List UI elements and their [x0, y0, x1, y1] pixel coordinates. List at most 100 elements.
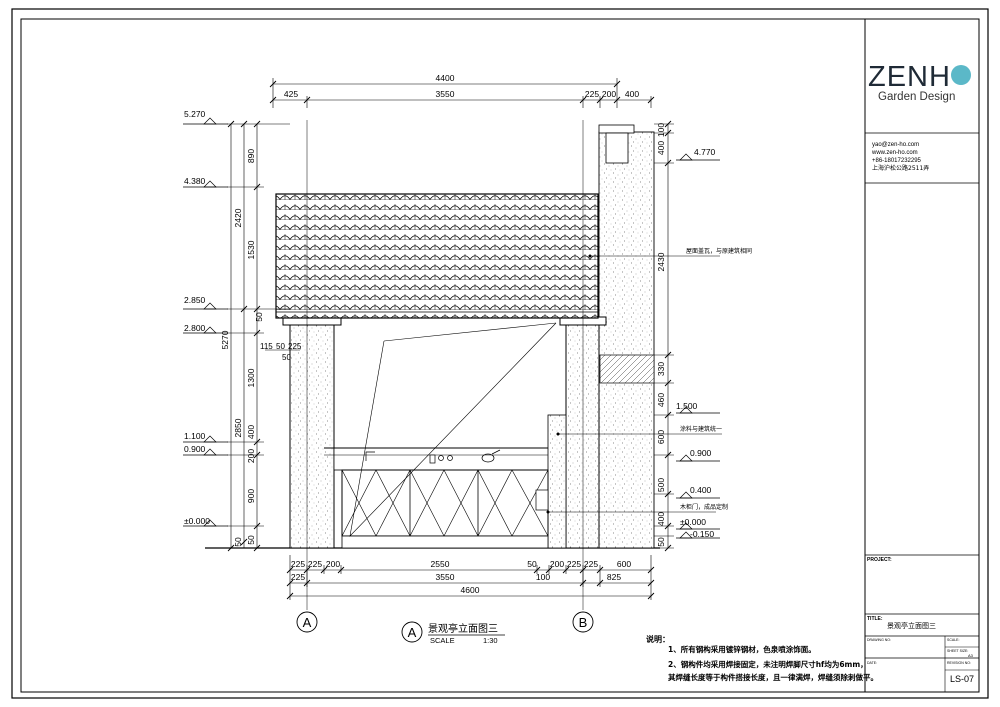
title-label: TITLE: [867, 616, 883, 622]
dim-v-50b: 50 [254, 312, 264, 322]
contact-email: yao@zen-ho.com [872, 142, 919, 148]
dim-rv-460: 460 [656, 393, 666, 407]
dim-rv-50: 50 [656, 537, 666, 547]
scale-label: SCALE: [947, 638, 959, 642]
contact-website: www.zen-ho.com [871, 150, 918, 156]
svg-text:ZENH: ZENH [868, 61, 951, 93]
level-r-neg0150: -0.150 [690, 529, 714, 539]
left-vertical-dimensions [227, 120, 290, 552]
dim-v-5270: 5270 [220, 330, 230, 349]
cabinet-doors [341, 469, 549, 549]
dim-rv-600: 600 [656, 430, 666, 444]
level-1100: 1.100 [184, 431, 206, 441]
dim-rv-400b: 400 [656, 512, 666, 526]
roof-tiles [275, 193, 599, 319]
hidden-rafter-line [349, 322, 557, 537]
dim-top-middle: 3550 [436, 89, 455, 99]
axis-a-label: A [303, 615, 312, 630]
axis-b-label: B [579, 615, 588, 630]
note-roof: 屋面盖瓦，与原建筑相同 [686, 247, 752, 255]
drawing-number: LS-07 [950, 674, 974, 684]
left-vertical-text: 5270 2420 2850 50 890 1530 50 1300 400 2… [220, 149, 264, 547]
dim-top-r3: 400 [625, 89, 639, 99]
level-0900: 0.900 [184, 444, 206, 454]
dim-v-50c: 50 [246, 535, 256, 545]
annotation-text: 屋面盖瓦，与原建筑相同 涂料与建筑统一 木柜门，成品定制 [680, 247, 752, 511]
dim-b1-2: 200 [326, 559, 340, 569]
sheet-size-value: A3 [968, 653, 974, 658]
pavilion-elevation [205, 120, 660, 610]
level-r-0000: ±0.000 [680, 517, 706, 527]
right-vertical-text: 100 400 2430 330 460 600 500 400 50 [656, 123, 666, 547]
dim-v-900: 900 [246, 489, 256, 503]
chimney-body [605, 132, 629, 164]
contact-address: 上海沪松公路2511弄 [872, 164, 929, 172]
brand-logo: ZENH Garden Design [868, 61, 971, 103]
dim-small-225: 225 [288, 342, 302, 351]
axis-markers: A B [296, 611, 594, 633]
level-r-0900: 0.900 [690, 448, 712, 458]
brand-zen-text: ZEN [868, 61, 929, 93]
level-5270: 5.270 [184, 109, 206, 119]
caption-scale-label: SCALE [430, 636, 455, 645]
left-column [289, 324, 335, 549]
project-label: PROJECT: [867, 557, 892, 563]
dim-top-r2: 200 [602, 89, 616, 99]
dim-rv-500: 500 [656, 478, 666, 492]
counter-wall [333, 447, 567, 471]
level-0000: ±0.000 [184, 516, 210, 526]
dim-rv-330: 330 [656, 362, 666, 376]
right-level-markers [676, 153, 720, 539]
notes-heading: 说明： [646, 634, 670, 644]
dim-b2-0: 225 [291, 572, 305, 582]
dim-small-50b: 50 [282, 353, 291, 362]
notes-item-1: 1、所有钢构采用镀锌钢材，色泉喷涂饰面。 [668, 644, 816, 654]
bottom-dimension-text: 225 225 200 2550 50 200 225 225 600 225 … [291, 559, 631, 595]
dim-b1-8: 600 [617, 559, 631, 569]
note-door: 木柜门，成品定制 [680, 503, 728, 511]
revision-label: REVISION NO: [947, 661, 971, 665]
dim-b1-5: 200 [550, 559, 564, 569]
title-block: ZENH Garden Design yao@zen-ho.com www.ze… [864, 19, 979, 692]
dim-b1-3: 2550 [431, 559, 450, 569]
dim-v-2850: 2850 [233, 418, 243, 437]
dim-b1-4: 50 [527, 559, 537, 569]
existing-building-wall [598, 131, 655, 549]
dim-b2-1: 3550 [436, 572, 455, 582]
brand-subtitle: Garden Design [878, 91, 955, 103]
dim-top-r1: 225 [585, 89, 599, 99]
dim-v-200: 200 [246, 449, 256, 463]
dim-overall-4400: 4400 [436, 73, 455, 83]
dim-v-400: 400 [246, 425, 256, 439]
drawing-caption: A 景观亭立面图三 SCALE 1:30 [401, 621, 505, 645]
level-r-4770: 4.770 [694, 147, 716, 157]
dim-rv-100: 100 [656, 123, 666, 137]
level-r-1500: 1.500 [676, 401, 698, 411]
top-dimension-text: 4400 425 3550 225 200 400 [284, 73, 639, 99]
dim-v-1530: 1530 [246, 240, 256, 259]
dim-b2-2: 100 [536, 572, 550, 582]
dim-v-50a: 50 [233, 537, 243, 547]
dim-rv-2430: 2430 [656, 252, 666, 271]
right-vertical-dimensions [654, 120, 674, 552]
level-2850: 2.850 [184, 295, 206, 305]
dim-b1-6: 225 [567, 559, 581, 569]
notes-item-3: 其焊缝长度等于构件搭接长度，且一律满焊，焊缝须除刺做平。 [668, 672, 878, 682]
bottom-dimensions [286, 555, 655, 600]
chimney-cap [598, 124, 635, 134]
dim-v-890: 890 [246, 149, 256, 163]
level-4380: 4.380 [184, 176, 206, 186]
dim-b2-3: 825 [607, 572, 621, 582]
drawing-no-label: DRAWING NO: [867, 638, 891, 642]
right-level-text: 4.770 1.500 0.900 0.400 ±0.000 -0.150 [676, 147, 716, 539]
notes-item-2: 2、钢构件均采用焊接固定，未注明焊脚尺寸hf均为6mm， [668, 659, 868, 669]
caption-scale-value: 1:30 [483, 636, 498, 645]
contact-phone: +86-18017232295 [872, 158, 922, 164]
level-2800: 2.800 [184, 323, 206, 333]
dim-b3-0: 4600 [461, 585, 480, 595]
wall-opening [599, 354, 655, 384]
caption-marker: A [408, 625, 417, 640]
brand-o-mark [951, 65, 971, 85]
date-label: DATE: [867, 661, 877, 665]
